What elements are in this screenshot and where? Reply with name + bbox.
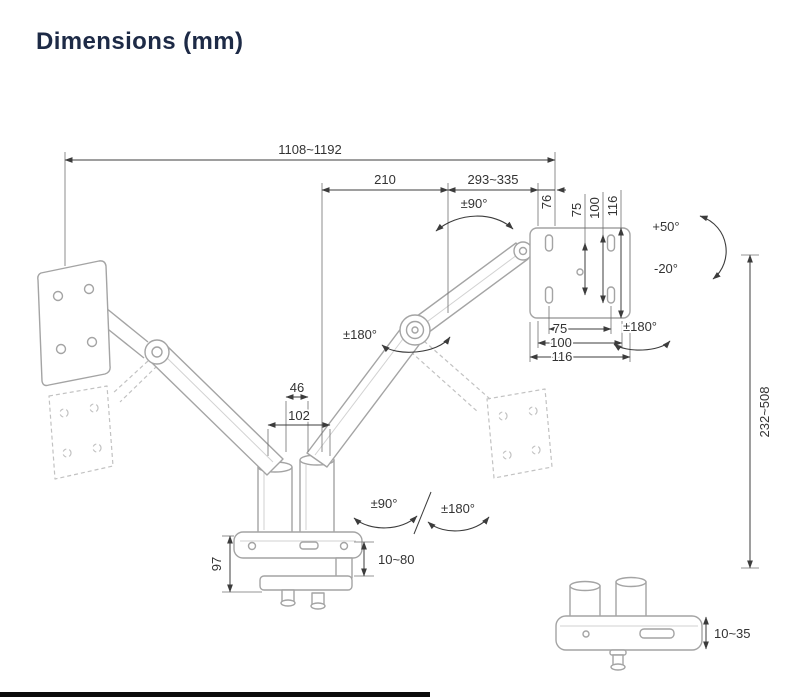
label-swivel-base-180: ±180° <box>441 501 475 516</box>
page-title: Dimensions (mm) <box>36 28 244 55</box>
dim-height-range: 232~508 <box>757 387 772 438</box>
dim-vesa-h-100: 100 <box>550 335 572 350</box>
dim-vesa-v-100: 100 <box>587 197 602 219</box>
ghost-positions <box>48 340 553 480</box>
grommet-base <box>555 615 703 651</box>
dim-desk-clamp-range: 10~80 <box>378 552 415 567</box>
base-swivel-180-arrow <box>427 516 490 532</box>
dim-vesa-v-75: 75 <box>569 203 584 217</box>
label-tilt-down: -20° <box>654 261 678 276</box>
dim-vesa-v-116: 116 <box>605 196 620 217</box>
label-swivel-base-90: ±90° <box>371 496 398 511</box>
bottom-scan-line <box>0 692 430 697</box>
right-arm-lower <box>306 322 426 468</box>
pole-left <box>257 466 293 535</box>
dim-grommet-range: 10~35 <box>714 626 751 641</box>
desk-clamp <box>233 531 363 610</box>
tilt-arrow <box>699 215 727 280</box>
grommet-mount <box>555 576 703 671</box>
left-arm <box>148 343 284 476</box>
dim-vesa-h-116: 116 <box>552 349 573 364</box>
grommet-bolt <box>609 649 627 656</box>
label-tilt-up: +50° <box>652 219 679 234</box>
dim-arm-inner: 210 <box>374 172 396 187</box>
vesa-plates <box>37 227 631 387</box>
right-vesa-plate-ghost <box>486 388 553 479</box>
elbow-joint <box>399 314 431 346</box>
dimension-labels: 1108~1192 210 293~335 76 75 100 116 75 1… <box>207 140 774 643</box>
left-vesa-plate-ghost <box>48 385 114 480</box>
dim-pole-offset: 46 <box>290 380 304 395</box>
label-swivel-elbow: ±180° <box>343 327 377 342</box>
dim-total-width: 1108~1192 <box>278 142 342 157</box>
label-swivel-head: ±90° <box>461 196 488 211</box>
base-swivel-90-arrow <box>353 515 418 529</box>
left-shoulder-joint <box>144 339 170 365</box>
left-vesa-plate <box>37 260 111 387</box>
head-swivel-arrow <box>435 215 514 232</box>
dim-vesa-h-75: 75 <box>553 321 567 336</box>
pole-right <box>299 459 335 535</box>
clamp-bracket <box>335 557 353 579</box>
divider-slash <box>413 491 432 535</box>
clamp-arm <box>259 575 353 591</box>
dim-arm-outer: 293~335 <box>468 172 519 187</box>
elbow-swivel-arrow <box>381 336 451 353</box>
dim-clamp-height: 97 <box>209 557 224 571</box>
articulating-arms <box>103 241 533 476</box>
label-plate-rotation: ±180° <box>623 319 657 334</box>
dim-pole-width: 102 <box>288 408 310 423</box>
dim-plate-offset: 76 <box>539 195 554 209</box>
dimension-lines <box>64 152 759 650</box>
grommet-pole-right <box>615 581 647 621</box>
plate-rotation-arrow <box>613 340 671 351</box>
